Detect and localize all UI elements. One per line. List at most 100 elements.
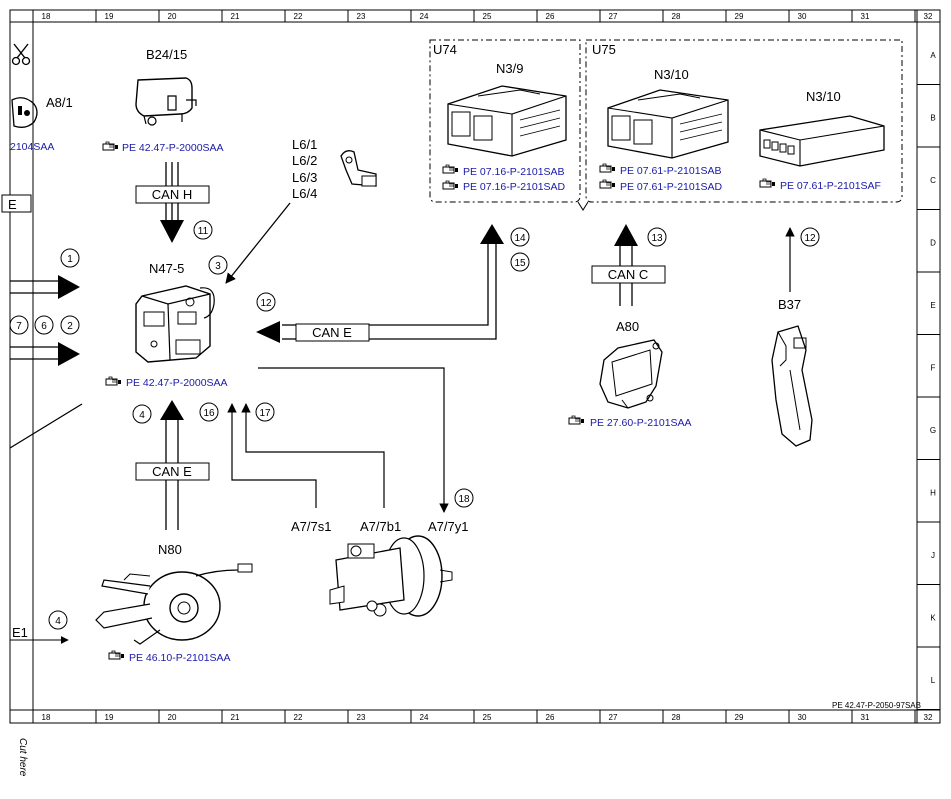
can-c-label: CAN C bbox=[608, 267, 648, 282]
pointing-hand-icon bbox=[108, 650, 125, 660]
column-tick-bottom-22: 22 bbox=[294, 713, 303, 722]
circle-4-lower: 4 bbox=[55, 616, 61, 627]
b24-15-sensor-icon bbox=[135, 77, 197, 126]
label-n3-9: N3/9 bbox=[496, 61, 523, 76]
circle-1: 1 bbox=[67, 254, 73, 265]
a7-7b1-line bbox=[241, 403, 385, 508]
doc-reference: PE 42.47-P-2050-97SAB bbox=[832, 701, 921, 710]
label-n80: N80 bbox=[158, 542, 182, 557]
row-tick-E: E bbox=[930, 301, 935, 310]
row-tick-K: K bbox=[930, 614, 936, 623]
label-b37: B37 bbox=[778, 297, 801, 312]
column-tick-top-28: 28 bbox=[672, 12, 681, 21]
circle-2: 2 bbox=[67, 321, 73, 332]
pointing-hand-icon bbox=[102, 141, 119, 151]
column-tick-bottom-29: 29 bbox=[735, 713, 744, 722]
column-tick-top-26: 26 bbox=[546, 12, 555, 21]
column-tick-top-18: 18 bbox=[42, 12, 51, 21]
pointing-hand-icon bbox=[568, 415, 585, 425]
circle-11: 11 bbox=[198, 226, 209, 237]
label-a7-7b1: A7/7b1 bbox=[360, 519, 401, 534]
ref-a80: PE 27.60-P-2101SAA bbox=[590, 417, 692, 429]
row-tick-C: C bbox=[930, 176, 936, 185]
circle-13: 13 bbox=[651, 233, 663, 244]
row-tick-A: A bbox=[930, 51, 936, 60]
cut-here-text: Cut here bbox=[17, 738, 28, 777]
n3-9-ecu-icon bbox=[447, 85, 567, 157]
ref-b24-15: PE 42.47-P-2000SAA bbox=[122, 142, 224, 154]
column-tick-bottom-18: 18 bbox=[42, 713, 51, 722]
column-tick-bottom-20: 20 bbox=[168, 713, 177, 722]
circle-12-right: 12 bbox=[804, 233, 816, 244]
label-n3-10-a: N3/10 bbox=[654, 67, 689, 82]
row-tick-F: F bbox=[931, 364, 936, 373]
n3-10-ecu-icon bbox=[607, 89, 729, 159]
column-tick-top-24: 24 bbox=[420, 12, 429, 21]
circle-18: 18 bbox=[458, 494, 470, 505]
can-e-main-line-upper bbox=[296, 240, 489, 326]
can-e-main-box bbox=[295, 323, 370, 342]
a80-module-icon bbox=[599, 339, 663, 409]
column-tick-bottom-26: 26 bbox=[546, 713, 555, 722]
row-tick-D: D bbox=[930, 239, 936, 248]
column-tick-bottom-27: 27 bbox=[609, 713, 618, 722]
a7-7y1-line bbox=[258, 367, 449, 513]
label-l6-1: L6/1 bbox=[292, 137, 317, 152]
circle-16: 16 bbox=[203, 408, 215, 419]
column-tick-bottom-21: 21 bbox=[231, 713, 240, 722]
circle-12-left: 12 bbox=[260, 298, 272, 309]
l6-arrow bbox=[225, 202, 291, 284]
circle-3: 3 bbox=[215, 261, 221, 272]
diagonal-line bbox=[9, 403, 83, 449]
pointing-hand-icon bbox=[599, 163, 616, 173]
a8-1-key-icon bbox=[11, 97, 38, 128]
column-tick-top-19: 19 bbox=[105, 12, 114, 21]
label-e1: E1 bbox=[12, 625, 28, 640]
column-tick-top-22: 22 bbox=[294, 12, 303, 21]
a7-7s1-line bbox=[227, 403, 317, 508]
row-tick-G: G bbox=[930, 426, 936, 435]
circle-7: 7 bbox=[16, 321, 22, 332]
column-tick-top-32: 32 bbox=[924, 12, 933, 21]
ref-n3-9-1: PE 07.16-P-2101SAB bbox=[463, 166, 565, 178]
label-l6-2: L6/2 bbox=[292, 153, 317, 168]
b37-pedal-icon bbox=[771, 325, 813, 447]
pointing-hand-icon bbox=[442, 164, 459, 174]
row-tick-L: L bbox=[931, 676, 936, 685]
grid-frame bbox=[9, 9, 941, 724]
column-tick-top-20: 20 bbox=[168, 12, 177, 21]
circle-4-upper: 4 bbox=[139, 410, 145, 421]
can-e-main-arrowhead-up bbox=[480, 224, 504, 244]
scissors-icon bbox=[11, 43, 31, 66]
column-tick-top-25: 25 bbox=[483, 12, 492, 21]
pointing-hand-icon bbox=[105, 376, 122, 386]
row-tick-B: B bbox=[930, 114, 935, 123]
circle-6: 6 bbox=[41, 321, 47, 332]
label-u74: U74 bbox=[433, 42, 457, 57]
column-tick-top-29: 29 bbox=[735, 12, 744, 21]
label-a7-7y1: A7/7y1 bbox=[428, 519, 468, 534]
column-tick-bottom-32: 32 bbox=[924, 713, 933, 722]
ref-n47-5: PE 42.47-P-2000SAA bbox=[126, 377, 228, 389]
pointing-hand-icon bbox=[442, 180, 459, 190]
column-tick-top-23: 23 bbox=[357, 12, 366, 21]
label-b24-15: B24/15 bbox=[146, 47, 187, 62]
column-tick-bottom-23: 23 bbox=[357, 713, 366, 722]
column-tick-top-27: 27 bbox=[609, 12, 618, 21]
can-h-box bbox=[135, 185, 210, 204]
column-tick-top-30: 30 bbox=[798, 12, 807, 21]
label-n3-10-b: N3/10 bbox=[806, 89, 841, 104]
box-e bbox=[1, 194, 32, 213]
label-e-box: E bbox=[8, 197, 17, 212]
label-l6-4: L6/4 bbox=[292, 186, 317, 201]
left-arrow-1 bbox=[10, 275, 80, 299]
column-tick-top-21: 21 bbox=[231, 12, 240, 21]
can-h-label: CAN H bbox=[152, 187, 192, 202]
l6-sensor-icon bbox=[340, 150, 377, 187]
can-h-arrowhead bbox=[160, 220, 184, 243]
label-a7-7s1: A7/7s1 bbox=[291, 519, 331, 534]
pointing-hand-icon bbox=[599, 179, 616, 189]
n47-5-esp-unit-icon bbox=[135, 285, 215, 363]
